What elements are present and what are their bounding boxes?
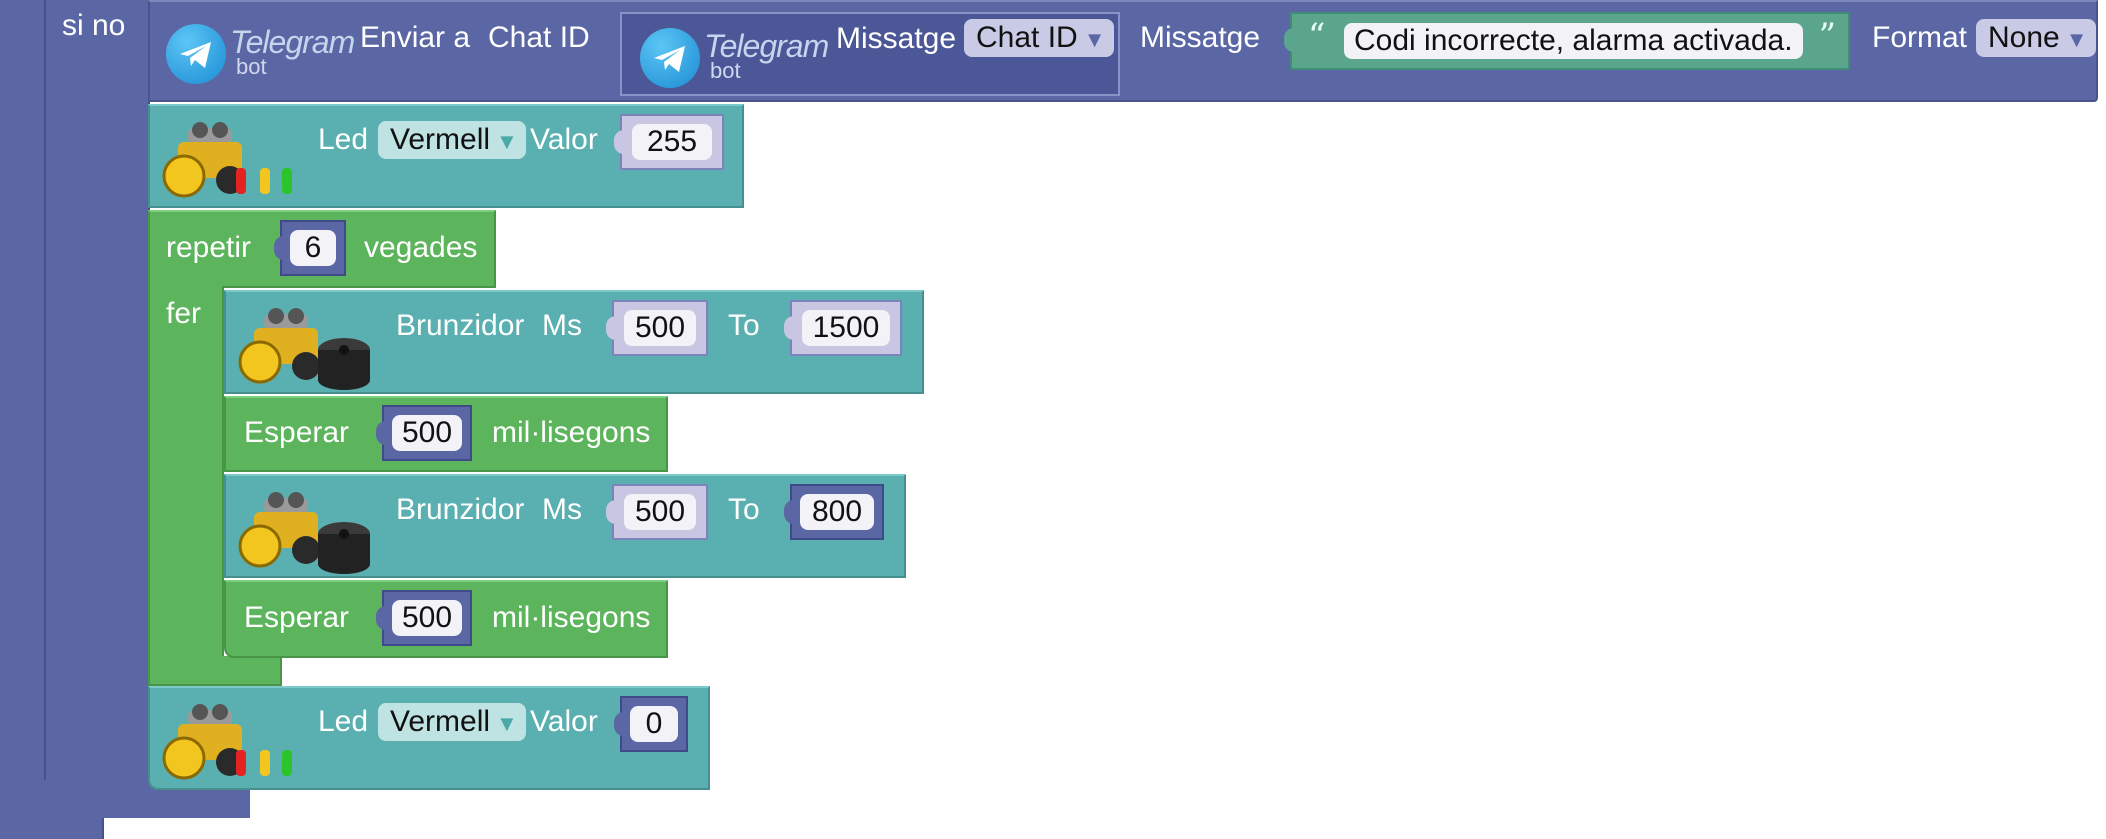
repeat-suffix-label: vegades [364, 231, 478, 264]
led-color-dropdown-2[interactable]: Vermell▼ [378, 703, 526, 741]
buzzer-to-label-1: To [728, 309, 760, 342]
format-dropdown-value: None [1988, 21, 2060, 54]
dropdown-arrow-icon-3: ▼ [496, 129, 518, 154]
wait-unit-label-2: mil·lisegons [492, 601, 651, 634]
repeat-label: repetir [166, 231, 252, 264]
format-dropdown[interactable]: None▼ [1976, 19, 2096, 57]
buzzer-ms-label-2: Ms [542, 493, 582, 526]
led-label-2: Led [318, 705, 369, 738]
message-label-2: Missatge [1140, 21, 1261, 54]
buzzer-tone-value-2: 800 [800, 494, 874, 530]
wait-label-1: Esperar [244, 416, 350, 449]
repeat-block-spine [148, 286, 224, 684]
format-label: Format [1872, 21, 1968, 54]
telegram-logo-sub-2: bot [710, 58, 741, 83]
led-value-2: 0 [630, 706, 678, 742]
send-to-label: Enviar a [360, 21, 471, 54]
telegram-logo-sub: bot [236, 54, 267, 79]
buzzer-tone-input-2[interactable]: 800 [784, 484, 884, 540]
buzzer-ms-input-1[interactable]: 500 [606, 300, 708, 356]
else-label: si no [62, 9, 126, 42]
message-text-input[interactable]: “ Codi incorrecte, alarma activada. ” [1284, 12, 1850, 70]
chat-id-dropdown[interactable]: Chat ID▼ [964, 19, 1114, 57]
led-value-input[interactable]: 255 [614, 114, 724, 170]
buzzer-tone-value-1: 1500 [802, 310, 890, 346]
message-label: Missatge [836, 22, 957, 55]
wait-value-input-2[interactable]: 500 [376, 590, 472, 646]
telegram-logo-icon: Telegram bot [166, 18, 355, 84]
buzzer-ms-value-2: 500 [624, 494, 696, 530]
robot-led-icon-2 [162, 704, 292, 780]
telegram-logo-icon-2: Telegram bot [640, 22, 829, 88]
led-value: 255 [632, 124, 712, 160]
robot-buzzer-icon [238, 308, 370, 390]
wait-unit-label-1: mil·lisegons [492, 416, 651, 449]
buzzer-ms-input-2[interactable]: 500 [606, 484, 708, 540]
led-color-value-2: Vermell [390, 705, 491, 738]
quote-open-icon: “ [1308, 16, 1326, 56]
repeat-block-footer [148, 656, 282, 686]
repeat-times-value: 6 [290, 230, 336, 266]
telegram-logo-word-2: Telegram [704, 28, 829, 64]
buzzer-label-2: Brunzidor [396, 493, 525, 526]
robot-led-icon [162, 122, 292, 198]
wait-value-2: 500 [392, 600, 462, 636]
chat-id-label: Chat ID [488, 21, 590, 54]
dropdown-arrow-icon-4: ▼ [496, 711, 518, 736]
quote-close-icon: ” [1818, 16, 1836, 56]
led-value-input-2[interactable]: 0 [614, 696, 688, 752]
led-label: Led [318, 123, 369, 156]
led-color-value: Vermell [390, 123, 491, 156]
buzzer-ms-label-1: Ms [542, 309, 582, 342]
repeat-do-label: fer [166, 297, 202, 330]
wait-value-1: 500 [392, 415, 462, 451]
chat-id-dropdown-value: Chat ID [976, 21, 1078, 54]
message-text-value: Codi incorrecte, alarma activada. [1344, 23, 1803, 59]
led-color-dropdown[interactable]: Vermell▼ [378, 121, 526, 159]
dropdown-arrow-icon: ▼ [1083, 27, 1106, 52]
buzzer-ms-value-1: 500 [624, 310, 696, 346]
robot-buzzer-icon-2 [238, 492, 370, 574]
wait-value-input-1[interactable]: 500 [376, 405, 472, 461]
led-value-label: Valor [530, 123, 598, 156]
else-branch-block[interactable] [44, 0, 148, 818]
buzzer-tone-input-1[interactable]: 1500 [784, 300, 902, 356]
telegram-logo-word: Telegram [230, 24, 355, 60]
buzzer-to-label-2: To [728, 493, 760, 526]
repeat-times-input[interactable]: 6 [274, 220, 346, 276]
dropdown-arrow-icon-2: ▼ [2065, 27, 2088, 52]
wait-label-2: Esperar [244, 601, 350, 634]
buzzer-label-1: Brunzidor [396, 309, 525, 342]
led-value-label-2: Valor [530, 705, 598, 738]
